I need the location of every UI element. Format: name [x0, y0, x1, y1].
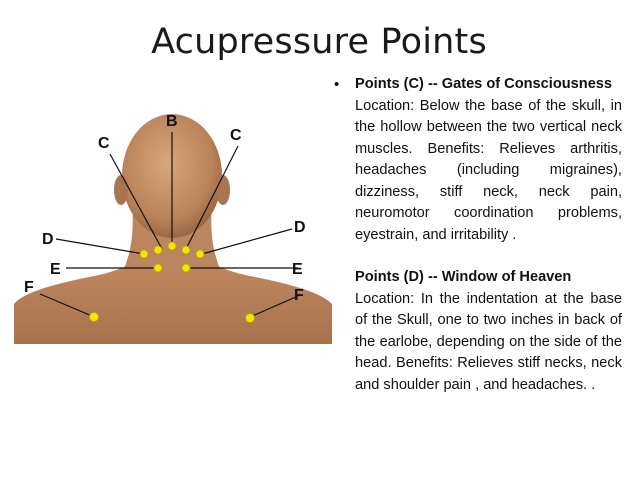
- label-e-left: E: [50, 261, 61, 278]
- point-c-body: Location: Below the base of the skull, i…: [355, 97, 622, 243]
- label-b: B: [166, 113, 178, 130]
- label-f-left: F: [24, 279, 34, 296]
- point-e-right: [181, 263, 191, 273]
- right-ear-shape: [216, 175, 230, 205]
- neck-illustration: B C C D D E E F F: [14, 113, 332, 344]
- point-f-right: [245, 313, 255, 323]
- point-d-right: [195, 249, 205, 259]
- point-d-block: Points (D) -- Window of Heaven Location:…: [355, 267, 622, 396]
- label-c-left: C: [98, 135, 110, 152]
- label-d-left: D: [42, 231, 54, 248]
- point-e-left: [153, 263, 163, 273]
- point-d-heading: Points (D) -- Window of Heaven: [355, 269, 572, 285]
- page-title: Acupressure Points: [151, 22, 487, 62]
- left-ear-shape: [114, 175, 128, 205]
- point-f-left: [89, 312, 99, 322]
- points-description: • Points (C) -- Gates of Consciousness L…: [334, 74, 622, 396]
- point-d-body: Location: In the indentation at the base…: [355, 290, 622, 393]
- point-c-heading: Points (C) -- Gates of Consciousness: [355, 76, 613, 92]
- neck-diagram: B C C D D E E F F: [14, 104, 332, 344]
- point-c-block: Points (C) -- Gates of Consciousness Loc…: [355, 74, 622, 246]
- label-f-right: F: [294, 287, 304, 304]
- point-d-left: [139, 249, 149, 259]
- point-b: [167, 241, 177, 251]
- bullet-icon: •: [334, 76, 340, 93]
- point-c-right: [181, 245, 191, 255]
- point-c-left: [153, 245, 163, 255]
- label-c-right: C: [230, 127, 242, 144]
- label-d-right: D: [294, 219, 306, 236]
- label-e-right: E: [292, 261, 303, 278]
